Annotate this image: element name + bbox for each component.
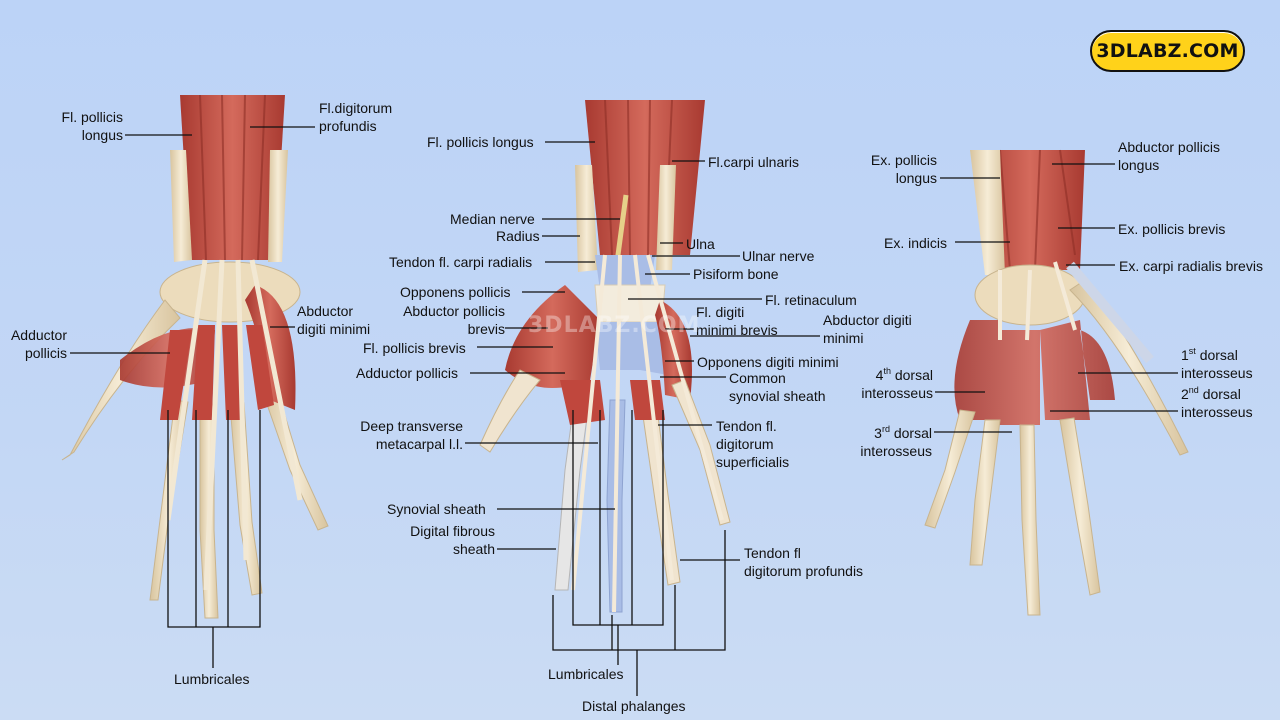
label-fl-pollicis-longus-mid: Fl. pollicis longus xyxy=(427,134,534,150)
label-lumbricales-mid: Lumbricales xyxy=(548,666,624,682)
label-dorsal-interosseus-1: 1st dorsal interosseus xyxy=(1181,346,1253,381)
label-tendon-fl-digitorum-profundis: Tendon fl digitorum profundis xyxy=(744,545,864,579)
label-fl-retinaculum: Fl. retinaculum xyxy=(765,292,857,308)
label-dorsal-interosseus-3: 3rd dorsal interosseus xyxy=(860,424,932,459)
leader-lines xyxy=(70,126,1178,696)
label-abductor-digiti-minimi-mid: Abductor digiti minimi xyxy=(823,312,912,346)
hand-left-deep-palmar xyxy=(61,94,329,619)
label-ex-carpi-radialis-brevis: Ex. carpi radialis brevis xyxy=(1119,258,1263,274)
label-tendon-fl-digitorum-superficialis: Tendon fl. digitorum superficialis xyxy=(716,418,790,470)
label-ex-indicis: Ex. indicis xyxy=(884,235,948,251)
label-distal-phalanges: Distal phalanges xyxy=(582,698,686,714)
label-deep-transverse-metacarpal: Deep transverse metacarpal l.l. xyxy=(360,418,463,452)
label-opponens-pollicis: Opponens pollicis xyxy=(400,284,511,300)
label-fl-pollicis-longus-left: Fl. pollicis longus xyxy=(61,109,123,143)
label-fl-digitorum-profundis: Fl.digitorum profundis xyxy=(319,100,393,134)
label-fl-digiti-minimi-brevis: Fl. digiti minimi brevis xyxy=(696,304,778,338)
label-dorsal-interosseus-2: 2nd dorsal interosseus xyxy=(1181,385,1253,420)
label-adductor-pollicis-left: Adductor pollicis xyxy=(10,327,67,361)
label-pisiform-bone: Pisiform bone xyxy=(693,266,779,282)
watermark: 3DLABZ.COM xyxy=(528,313,701,338)
label-ex-pollicis-longus: Ex. pollicis longus xyxy=(870,152,937,186)
label-synovial-sheath: Synovial sheath xyxy=(387,501,486,517)
label-fl-pollicis-brevis: Fl. pollicis brevis xyxy=(363,340,466,356)
label-adductor-pollicis-mid: Adductor pollicis xyxy=(356,365,458,381)
label-digital-fibrous-sheath: Digital fibrous sheath xyxy=(410,523,495,557)
label-ulna: Ulna xyxy=(686,236,715,252)
label-radius: Radius xyxy=(496,228,540,244)
hand-middle-superficial-palmar xyxy=(479,99,731,613)
label-tendon-fl-carpi-radialis: Tendon fl. carpi radialis xyxy=(389,254,533,270)
brand-logo-badge[interactable]: 3DLABZ.COM xyxy=(1090,30,1245,72)
label-fl-carpi-ulnaris: Fl.carpi ulnaris xyxy=(708,154,800,170)
label-abductor-digiti-minimi-left: Abductor digiti minimi xyxy=(297,303,371,337)
label-ex-pollicis-brevis: Ex. pollicis brevis xyxy=(1118,221,1226,237)
label-abductor-pollicis-brevis: Abductor pollicis brevis xyxy=(403,303,505,337)
label-dorsal-interosseus-4: 4th dorsal interosseus xyxy=(861,366,933,401)
label-ulnar-nerve: Ulnar nerve xyxy=(742,248,815,264)
label-abductor-pollicis-longus: Abductor pollicis longus xyxy=(1118,139,1220,173)
label-lumbricales-left: Lumbricales xyxy=(174,671,250,687)
label-opponens-digiti-minimi: Opponens digiti minimi xyxy=(697,354,839,370)
label-common-synovial-sheath: Common synovial sheath xyxy=(729,370,826,404)
label-median-nerve: Median nerve xyxy=(450,211,535,227)
